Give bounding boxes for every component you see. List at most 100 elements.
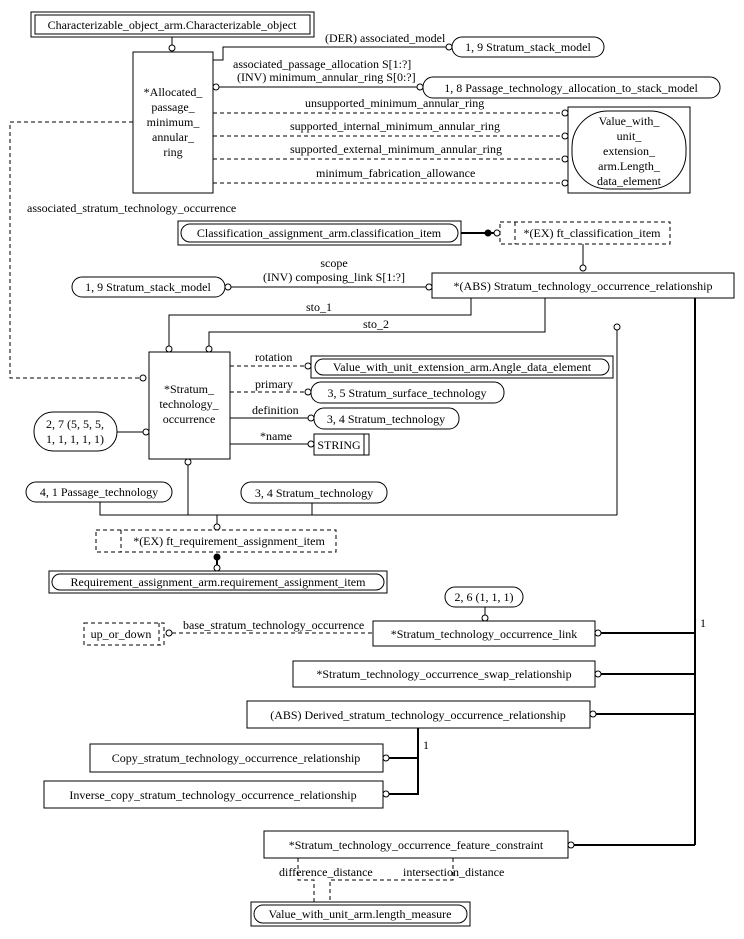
ex-requirement-item-label: *(EX) ft_requirement_assignment_item xyxy=(133,534,325,548)
rel-associated-sto xyxy=(9,121,145,379)
sto-swap-label: *Stratum_technology_occurrence_swap_rela… xyxy=(316,667,571,681)
page-ref-2-7-label-2: 1, 1, 1, 1, 1) xyxy=(46,432,104,446)
circle-link xyxy=(594,629,602,637)
derived-sto-rel-label: (ABS) Derived_stratum_technology_occurre… xyxy=(270,708,566,722)
circle-min-fab xyxy=(561,179,569,187)
vwu-length-label-3: extension_ xyxy=(603,144,656,158)
circle-ex-classification xyxy=(493,229,501,237)
circle-requirement xyxy=(213,564,221,572)
inverse-copy-sto-rel-label: Inverse_copy_stratum_technology_occurren… xyxy=(69,788,356,802)
page-ref-2-6[interactable] xyxy=(444,586,524,608)
requirement-item-label: Requirement_assignment_arm.requirement_a… xyxy=(71,575,367,589)
abs-sto-relationship-box[interactable] xyxy=(431,272,735,299)
sto-link-box[interactable] xyxy=(372,620,596,647)
label-difference-distance: difference_distance xyxy=(279,865,373,879)
label-associated-passage-allocation: associated_passage_allocation S[1:?] xyxy=(233,57,411,71)
label-sto-1: sto_1 xyxy=(306,300,332,314)
circle-sto-1 xyxy=(165,345,173,353)
circle-rotation xyxy=(304,362,312,370)
label-der-associated-model: (DER) associated_model xyxy=(325,31,446,45)
circle-characterizable xyxy=(168,44,176,52)
dot-ex-req xyxy=(213,553,221,561)
characterizable-object-label: Characterizable_object_arm.Characterizab… xyxy=(48,18,298,32)
ex-classification-item-label: *(EX) ft_classification_item xyxy=(524,226,662,240)
copy-sto-rel-box[interactable] xyxy=(89,743,384,773)
page-ref-2-7-label-1: 2, 7 (5, 5, 5, xyxy=(46,417,104,431)
sto-label-3: occurrence xyxy=(163,412,216,426)
circle-derived xyxy=(589,710,597,718)
circle-ref-2-7 xyxy=(142,428,150,436)
stratum-stack-model-label-scope: 1, 9 Stratum_stack_model xyxy=(85,280,211,294)
sto-label-1: *Stratum_ xyxy=(164,382,215,396)
circle-supported-internal xyxy=(561,132,569,140)
stratum-surface-technology-label: 3, 5 Stratum_surface_technology xyxy=(328,386,487,400)
circle-ex-req xyxy=(213,523,221,531)
copy-sto-rel-label: Copy_stratum_technology_occurrence_relat… xyxy=(112,751,361,765)
terminators xyxy=(139,43,621,849)
stratum-technology-ref-b[interactable] xyxy=(240,481,388,504)
circle-associated-sto xyxy=(139,374,147,382)
allocated-label-4: annular_ xyxy=(152,130,195,144)
circle-passage-allocation xyxy=(416,83,424,91)
sto-link-label: *Stratum_technology_occurrence_link xyxy=(391,627,578,641)
vwu-length-label-4: arm.Length_ xyxy=(598,159,661,173)
dot-classification xyxy=(484,229,492,237)
characterizable-object-inner xyxy=(34,14,311,35)
vwu-length-inner xyxy=(571,110,687,190)
passage-technology-label: 4, 1 Passage_technology xyxy=(40,485,158,499)
label-primary: primary xyxy=(255,377,293,391)
rel-associated-model xyxy=(213,46,452,61)
derived-sto-rel-box[interactable] xyxy=(246,700,591,729)
connectors xyxy=(9,37,696,902)
page-ref-2-7[interactable] xyxy=(33,411,118,452)
circle-base-sto xyxy=(165,629,173,637)
relationship-labels: (DER) associated_model associated_passag… xyxy=(27,31,706,879)
vwu-length-label-1: Value_with_ xyxy=(599,114,661,128)
requirement-item-inner xyxy=(51,573,385,591)
angle-data-element-label: Value_with_unit_extension_arm.Angle_data… xyxy=(333,360,592,374)
circle-composing-link xyxy=(224,283,232,291)
label-scope: scope xyxy=(320,256,347,270)
circle-ref-2-6 xyxy=(481,614,489,622)
circle-sto-select xyxy=(184,458,192,466)
rel-difference-distance xyxy=(297,858,315,902)
allocated-label-3: minimum_ xyxy=(147,115,201,129)
rel-sto-1 xyxy=(168,298,472,346)
classification-item-inner xyxy=(180,223,459,243)
circle-supported-external xyxy=(561,155,569,163)
label-rotation: rotation xyxy=(255,350,292,364)
circle-unsupported xyxy=(561,109,569,117)
allocated-label-2: passage_ xyxy=(151,100,195,114)
angle-data-element-inner xyxy=(314,358,610,376)
stratum-technology-label-b: 3, 4 Stratum_technology xyxy=(255,486,373,500)
sto-swap-box[interactable] xyxy=(292,660,596,688)
circle-inv-min-annular xyxy=(212,83,220,91)
sto-label-2: technology_ xyxy=(159,397,219,411)
abs-sto-relationship-label: *(ABS) Stratum_technology_occurrence_rel… xyxy=(454,279,713,293)
page-ref-2-6-label: 2, 6 (1, 1, 1) xyxy=(455,590,514,604)
length-measure-label: Value_with_unit_arm.length_measure xyxy=(269,907,452,921)
circle-inverse-copy xyxy=(382,790,390,798)
length-measure-inner xyxy=(253,904,468,924)
circle-sto-2 xyxy=(205,345,213,353)
label-sto-2: sto_2 xyxy=(363,317,389,331)
circle-name xyxy=(307,440,315,448)
classification-item-label: Classification_assignment_arm.classifica… xyxy=(197,226,442,240)
label-unsupported-mar: unsupported_minimum_annular_ring xyxy=(305,96,484,110)
stratum-stack-model-label-top: 1, 9 Stratum_stack_model xyxy=(465,40,591,54)
label-supported-external: supported_external_minimum_annular_ring xyxy=(290,142,502,156)
allocated-label-1: *Allocated_ xyxy=(144,85,204,99)
string-type-label: STRING xyxy=(317,438,361,452)
up-or-down-box[interactable] xyxy=(83,622,165,646)
circle-feature-constraint xyxy=(567,841,575,849)
entities: Characterizable_object_arm.Characterizab… xyxy=(25,11,735,927)
feature-constraint-box[interactable] xyxy=(263,830,569,859)
label-associated-sto: associated_stratum_technology_occurrence xyxy=(27,201,236,215)
stratum-technology-occurrence-box[interactable] xyxy=(148,351,231,460)
passage-technology-ref[interactable] xyxy=(25,481,173,503)
feature-constraint-label: *Stratum_technology_occurrence_feature_c… xyxy=(289,838,544,852)
label-min-fab-allowance: minimum_fabrication_allowance xyxy=(316,166,475,180)
inverse-copy-sto-rel-box[interactable] xyxy=(43,780,384,809)
allocated-passage-minimum-annular-ring-box[interactable] xyxy=(132,51,214,194)
